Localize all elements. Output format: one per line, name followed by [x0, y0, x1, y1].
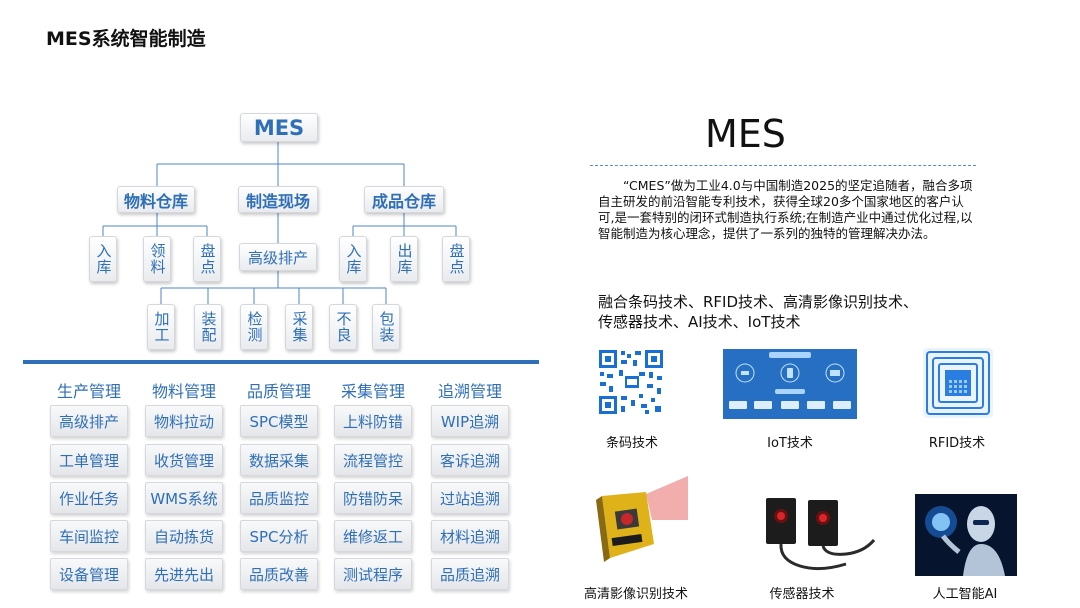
module-cell: 品质追溯 — [431, 558, 509, 590]
qr-code-icon — [597, 348, 665, 416]
module-cell: 物料拉动 — [145, 405, 223, 437]
module-cell: 防错防呆 — [334, 482, 412, 514]
rfid-chip-icon — [923, 348, 993, 418]
tree-node-processing: 加工 — [147, 304, 175, 350]
module-cell: 车间监控 — [50, 520, 128, 552]
robot-ai-icon — [915, 494, 1017, 576]
module-cell: 过站追溯 — [431, 482, 509, 514]
module-cell: 品质监控 — [240, 482, 318, 514]
tree-node-finished-warehouse: 成品仓库 — [364, 186, 444, 213]
module-cell: 测试程序 — [334, 558, 412, 590]
module-cell: 上料防错 — [334, 405, 412, 437]
module-cell: 流程管控 — [334, 444, 412, 476]
module-cell: 收货管理 — [145, 444, 223, 476]
image-label-iot: IoT技术 — [720, 432, 860, 451]
column-header-traceability: 追溯管理 — [427, 378, 513, 402]
image-label-sensor: 传感器技术 — [732, 583, 872, 602]
module-cell: WMS系统 — [145, 482, 223, 514]
dashed-divider — [590, 165, 976, 166]
tree-node-outbound: 出库 — [390, 236, 418, 282]
photoelectric-sensor-icon — [760, 494, 876, 574]
tech-summary-line-1: 融合条码技术、RFID技术、高清影像识别技术、 — [598, 291, 918, 312]
module-cell: 工单管理 — [50, 444, 128, 476]
tree-node-finished-inventory-count: 盘点 — [442, 236, 470, 282]
tree-node-material-warehouse: 物料仓库 — [117, 186, 195, 213]
module-cell: 高级排产 — [50, 405, 128, 437]
tree-node-picking: 领料 — [143, 236, 171, 282]
barcode-scanner-icon — [594, 474, 690, 574]
module-cell: 维修返工 — [334, 520, 412, 552]
mes-description: “CMES”做为工业4.0与中国制造2025的坚定追随者，融合多项自主研发的前沿… — [598, 178, 978, 242]
mes-heading: MES — [705, 112, 786, 156]
module-cell: 数据采集 — [240, 444, 318, 476]
tree-connectors — [0, 0, 560, 360]
module-cell: 先进先出 — [145, 558, 223, 590]
image-label-barcode: 条码技术 — [562, 432, 702, 451]
image-label-ai: 人工智能AI — [895, 583, 1035, 602]
image-label-rfid: RFID技术 — [887, 432, 1027, 451]
tree-node-assembly: 装配 — [194, 304, 222, 350]
column-header-collection: 采集管理 — [330, 378, 416, 402]
module-cell: WIP追溯 — [431, 405, 509, 437]
column-header-quality: 品质管理 — [236, 378, 322, 402]
tree-node-packing: 包装 — [372, 304, 400, 350]
column-header-production: 生产管理 — [46, 378, 132, 402]
tree-root-mes: MES — [240, 113, 318, 142]
module-cell: 客诉追溯 — [431, 444, 509, 476]
column-header-material: 物料管理 — [141, 378, 227, 402]
module-cell: SPC模型 — [240, 405, 318, 437]
tree-node-defect: 不良 — [329, 304, 357, 350]
tree-node-advanced-scheduling: 高级排产 — [239, 243, 317, 271]
tree-node-inventory-count: 盘点 — [193, 236, 221, 282]
tree-node-inspection: 检测 — [240, 304, 268, 350]
image-label-hd-image-recognition: 高清影像识别技术 — [566, 583, 706, 602]
module-cell: 品质改善 — [240, 558, 318, 590]
tree-node-inbound: 入库 — [89, 236, 117, 282]
tree-node-collection: 采集 — [285, 304, 313, 350]
module-cell: 自动拣货 — [145, 520, 223, 552]
tree-node-finished-inbound: 入库 — [339, 236, 367, 282]
module-cell: 材料追溯 — [431, 520, 509, 552]
tech-summary-line-2: 传感器技术、AI技术、IoT技术 — [598, 311, 800, 332]
module-cell: 设备管理 — [50, 558, 128, 590]
section-divider — [23, 360, 539, 364]
module-cell: SPC分析 — [240, 520, 318, 552]
tree-node-manufacturing-site: 制造现场 — [238, 186, 318, 213]
iot-dashboard-icon — [723, 349, 857, 419]
module-cell: 作业任务 — [50, 482, 128, 514]
